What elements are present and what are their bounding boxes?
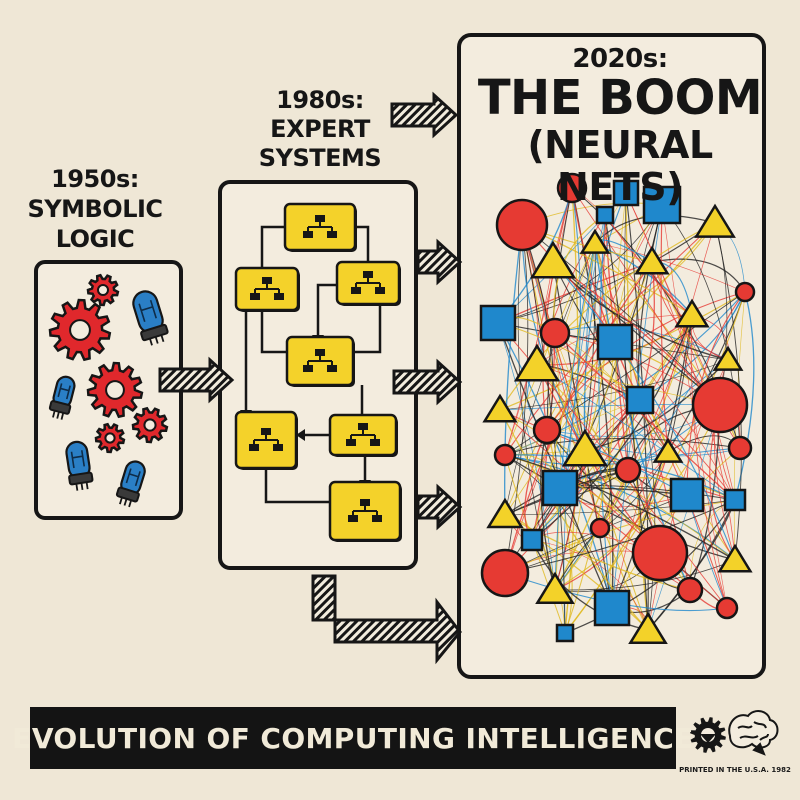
neural-node-square (520, 528, 544, 552)
title-banner: EVOLUTION OF COMPUTING INTELLIGENCE (12, 707, 693, 769)
symbolic-logic-line-2: LOGIC (55, 225, 135, 253)
arrow-expert-to-boom-3 (416, 483, 463, 531)
flowchart-icon (328, 413, 398, 457)
neural-node-circle (676, 576, 704, 604)
symbolic-logic-line-1: SYMBOLIC (27, 195, 163, 223)
arrow-label-to-boom (390, 91, 459, 139)
neural-node-triangle (674, 298, 710, 328)
brain-icon (728, 710, 779, 756)
neural-node-circle (532, 415, 562, 445)
gear-icon (86, 273, 120, 307)
vacuum-tube-icon (115, 460, 146, 508)
neural-node-square (625, 385, 655, 415)
neural-node-square (479, 304, 517, 342)
symbolic-logic-icons (48, 273, 169, 508)
neural-node-circle (493, 443, 517, 467)
neural-node-triangle (712, 345, 744, 371)
neural-net-nodes (479, 172, 756, 645)
neural-node-triangle (717, 543, 753, 573)
arrow-expert-to-boom-elbow (311, 574, 462, 665)
expert-systems-line-1: EXPERT (270, 115, 370, 143)
symbolic-logic-year: 1950s: (51, 165, 139, 193)
neural-node-square (612, 179, 640, 207)
neural-node-triangle (535, 571, 575, 605)
neural-node-circle (556, 172, 588, 204)
symbolic-logic-label: 1950s: SYMBOLIC LOGIC (20, 164, 170, 254)
neural-node-circle (691, 376, 749, 434)
flowchart-icon (234, 410, 298, 470)
neural-node-triangle (579, 228, 611, 254)
neural-node-square (555, 623, 575, 643)
neural-node-triangle (694, 203, 736, 238)
boom-year-label: 2020s: (572, 44, 668, 74)
neural-node-circle (539, 317, 571, 349)
vacuum-tube-icon (132, 290, 169, 346)
neural-node-circle (715, 596, 739, 620)
gear-badge-icon (690, 717, 726, 753)
neural-node-square (593, 589, 631, 627)
gear-icon (86, 361, 144, 419)
neural-node-triangle (513, 343, 561, 382)
neural-node-circle (495, 198, 549, 252)
neural-node-circle (480, 548, 530, 598)
arrow-expert-to-boom-2 (392, 358, 463, 406)
neural-node-square (541, 469, 579, 507)
vacuum-tube-icon (48, 375, 76, 420)
vacuum-tube-icon (65, 440, 94, 491)
flowchart-icon (335, 260, 401, 306)
neural-node-triangle (561, 428, 609, 467)
flowchart-connectors (244, 225, 382, 504)
printed-note: PRINTED IN THE U.S.A. 1982 (679, 766, 791, 774)
neural-node-square (596, 323, 634, 361)
flowchart-icon (283, 202, 357, 252)
flowchart-icon (234, 266, 300, 312)
flow-arrows (158, 91, 463, 665)
neural-node-square (642, 185, 682, 225)
expert-systems-label: 1980s: EXPERT SYSTEMS (250, 86, 390, 173)
expert-systems-year: 1980s: (276, 86, 364, 114)
arrow-expert-to-boom-1 (416, 238, 463, 286)
neural-node-circle (631, 524, 689, 582)
boom-subtitle: (NEURAL NETS) (527, 123, 713, 209)
neural-node-circle (734, 281, 756, 303)
gear-icon (131, 406, 169, 444)
neural-node-triangle (652, 437, 684, 463)
boom-title: THE BOOM (477, 70, 763, 126)
neural-node-triangle (482, 393, 518, 423)
gear-icon (48, 298, 112, 362)
neural-node-circle (727, 435, 753, 461)
flowchart-icon (328, 480, 402, 542)
expert-systems-line-2: SYSTEMS (258, 144, 382, 172)
flowchart-icon (285, 335, 355, 387)
neural-node-triangle (486, 497, 524, 529)
neural-node-square (723, 488, 747, 512)
neural-node-circle (589, 517, 611, 539)
arrow-symbolic-to-expert (158, 356, 235, 404)
neural-node-triangle (628, 611, 668, 645)
neural-node-triangle (634, 245, 670, 275)
neural-node-triangle (529, 240, 577, 279)
neural-node-square (595, 205, 615, 225)
gear-icon (94, 422, 126, 454)
neural-node-circle (614, 456, 642, 484)
neural-node-square (669, 477, 705, 513)
flowchart-boxes (234, 202, 402, 542)
